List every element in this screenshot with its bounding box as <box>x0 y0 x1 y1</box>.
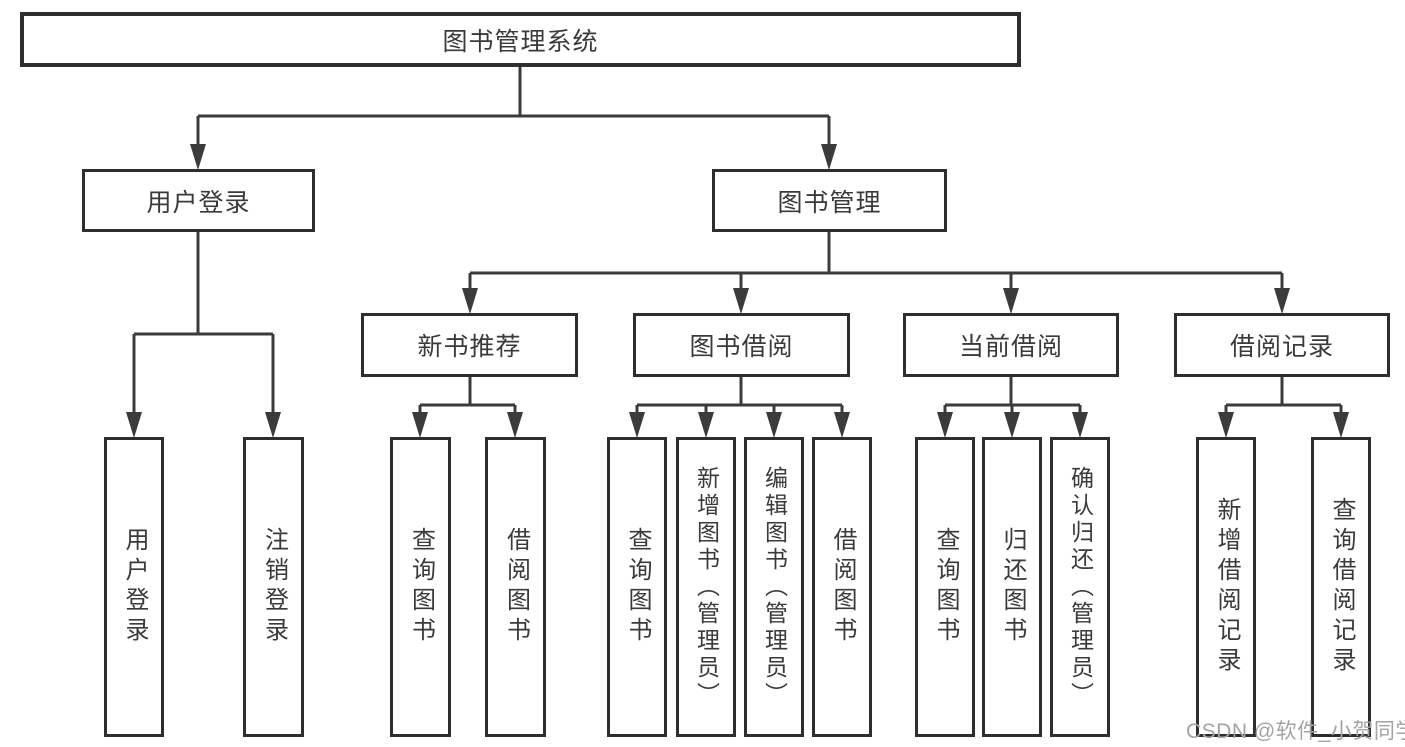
node-new-book-recommend: 新书推荐 <box>361 313 578 377</box>
leaf-borrow-book-2: 借阅图书 <box>812 437 872 737</box>
csdn-watermark: CSDN @软件_小贺同学 <box>1186 720 1405 743</box>
node-root: 图书管理系统 <box>20 12 1021 67</box>
leaf-edit-book-admin: 编辑图书（管理员） <box>744 437 804 737</box>
leaf-return-book: 归还图书 <box>982 437 1042 737</box>
node-book-borrow: 图书借阅 <box>633 313 850 377</box>
leaf-add-borrow-record: 新增借阅记录 <box>1196 437 1256 737</box>
leaf-borrow-book-1: 借阅图书 <box>485 437 546 737</box>
node-borrow-record: 借阅记录 <box>1174 313 1390 377</box>
leaf-add-book-admin: 新增图书（管理员） <box>676 437 736 737</box>
leaf-logout: 注销登录 <box>243 437 304 737</box>
leaf-confirm-return-admin: 确认归还（管理员） <box>1050 437 1110 737</box>
leaf-query-book-3: 查询图书 <box>915 437 975 737</box>
node-user-login: 用户登录 <box>82 169 315 232</box>
leaf-query-book-2: 查询图书 <box>607 437 667 737</box>
leaf-user-login: 用户登录 <box>104 437 164 737</box>
node-current-borrow: 当前借阅 <box>903 313 1119 377</box>
leaf-query-borrow-record: 查询借阅记录 <box>1311 437 1371 737</box>
arrowheads <box>126 144 1349 438</box>
node-book-management: 图书管理 <box>712 169 947 232</box>
leaf-query-book-1: 查询图书 <box>390 437 451 737</box>
